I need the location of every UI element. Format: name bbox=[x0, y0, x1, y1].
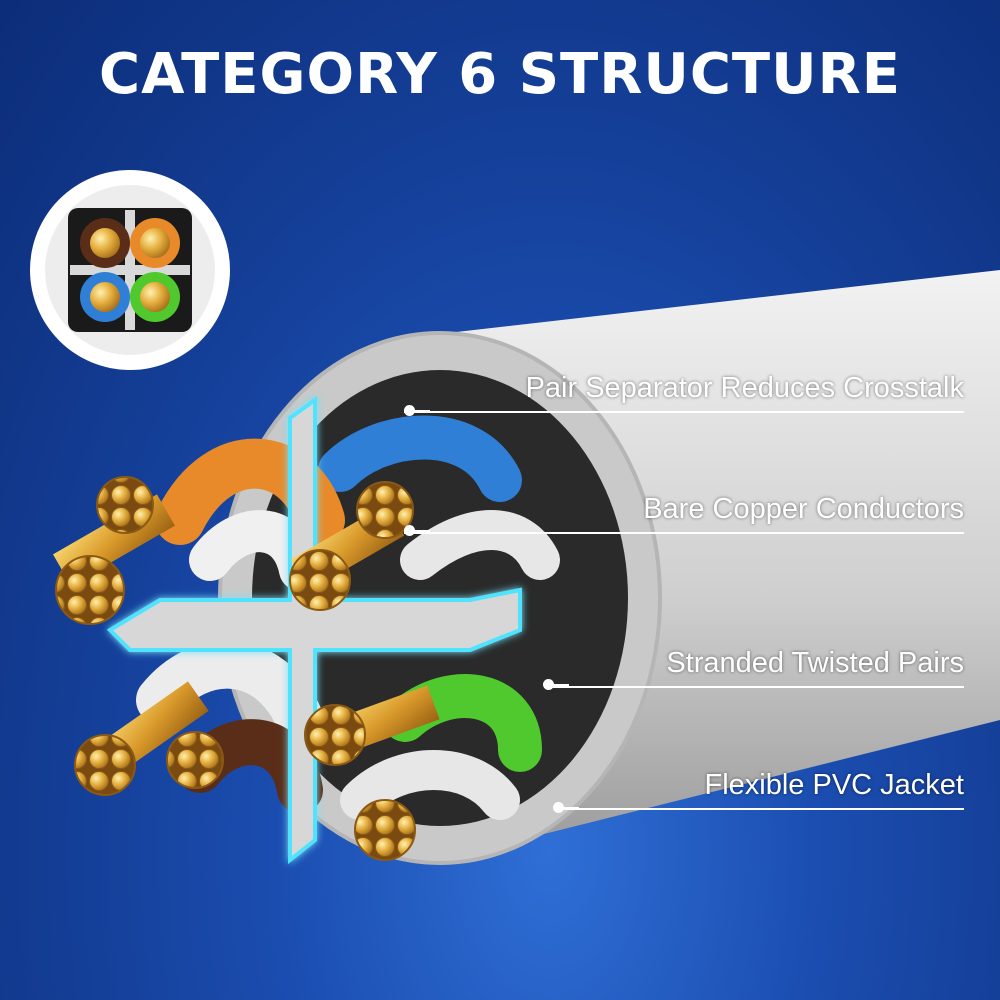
callout-pointer-dot bbox=[404, 405, 415, 416]
callout-label: Flexible PVC Jacket bbox=[704, 769, 965, 801]
cross-section-inset bbox=[30, 170, 230, 370]
callout-underline bbox=[404, 532, 964, 534]
copper-conductors bbox=[53, 476, 440, 861]
page-title: CATEGORY 6 STRUCTURE bbox=[99, 42, 901, 107]
callout-label: Pair Separator Reduces Crosstalk bbox=[525, 372, 964, 404]
callout-pvc-jacket: Flexible PVC Jacket bbox=[554, 769, 964, 810]
callout-pair-separator: Pair Separator Reduces Crosstalk bbox=[404, 372, 964, 413]
callout-underline bbox=[554, 808, 964, 810]
callout-underline bbox=[544, 686, 964, 688]
callout-pointer-dot bbox=[543, 679, 554, 690]
callout-twisted-pairs: Stranded Twisted Pairs bbox=[544, 647, 964, 688]
callout-leader-line bbox=[559, 807, 579, 809]
callout-underline bbox=[404, 411, 964, 413]
callout-leader-line bbox=[549, 684, 569, 686]
callout-pointer-dot bbox=[404, 525, 415, 536]
callout-pointer-dot bbox=[553, 802, 564, 813]
callout-copper-conductors: Bare Copper Conductors bbox=[404, 493, 964, 534]
callout-label: Bare Copper Conductors bbox=[643, 493, 964, 525]
callout-leader-line bbox=[410, 530, 430, 532]
callout-leader-line bbox=[410, 410, 430, 412]
callout-label: Stranded Twisted Pairs bbox=[666, 647, 964, 679]
